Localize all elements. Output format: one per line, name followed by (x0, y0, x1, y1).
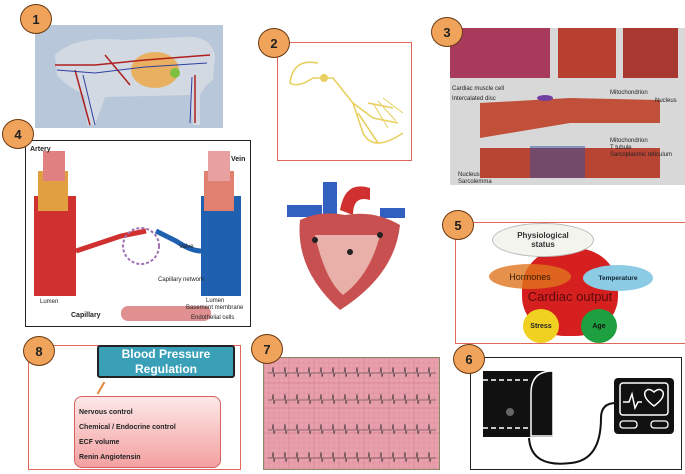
cow-circulation-image (35, 25, 223, 128)
badge-3: 3 (431, 17, 463, 47)
label-capillary: Capillary (71, 312, 101, 319)
badge-1: 1 (20, 4, 52, 34)
list-item: Renin Angiotensin (79, 454, 141, 461)
label-cardiac-muscle-cell: Cardiac muscle cell (452, 86, 504, 92)
label-t-tubule: T tubule (610, 145, 632, 151)
badge-6: 6 (453, 344, 485, 374)
bp-factors-list: Nervous control Chemical / Endocrine con… (74, 396, 221, 468)
label-nucleus-1: Nucleus (655, 98, 677, 104)
bp-regulation-title: Blood Pressure Regulation (97, 345, 235, 378)
age-circle: Age (581, 309, 617, 343)
label-nucleus-2: Nucleus (458, 172, 480, 178)
bp-monitor-panel (470, 357, 682, 470)
label-mitochondrion-2: Mitochondrion (610, 138, 648, 144)
badge-8: 8 (23, 336, 55, 366)
label-intercalated-disc: Intercalated disc (452, 96, 496, 102)
label-sarcoplasmic-reticulum: Sarcoplasmic reticulum (610, 152, 672, 158)
label-endothelial-cells: Endothelial cells (191, 315, 234, 321)
physiological-status-ellipse: Physiological status (492, 223, 594, 257)
label-artery: Artery (30, 146, 51, 153)
temperature-ellipse: Temperature (583, 265, 653, 291)
blood-vessels-panel: Artery Vein Valve Capillary network Lume… (25, 140, 251, 327)
list-item: Nervous control (79, 409, 133, 416)
label-sarcolemma: Sarcolemma (458, 179, 492, 185)
conduction-system-panel (277, 42, 412, 161)
ecg-strip (263, 357, 440, 470)
label-mitochondrion-1: Mitochondrion (610, 90, 648, 96)
label-vein: Vein (231, 156, 245, 163)
cardiac-output-panel: Cardiac output Physiological status Horm… (455, 222, 685, 344)
label-capillary-network: Capillary network (158, 277, 205, 283)
badge-4: 4 (2, 119, 34, 149)
label-valve: Valve (179, 244, 194, 250)
label-lumen-left: Lumen (40, 299, 58, 305)
cardiac-muscle-image: Cardiac muscle cell Intercalated disc Mi… (450, 28, 685, 185)
ecg-lead-trace (268, 423, 436, 435)
ecg-lead-trace (268, 366, 436, 378)
hormones-ellipse: Hormones (489, 264, 571, 289)
ecg-lead-trace (268, 451, 436, 463)
list-item: Chemical / Endocrine control (79, 424, 176, 431)
badge-7: 7 (251, 334, 283, 364)
list-item: ECF volume (79, 439, 120, 446)
label-lumen-right: Lumen (206, 298, 224, 304)
ecg-lead-trace (268, 393, 436, 405)
heart-anatomy-image (285, 180, 410, 315)
label-basement-membrane: Basement membrane (186, 305, 244, 311)
badge-2: 2 (258, 28, 290, 58)
stress-circle: Stress (523, 309, 559, 343)
badge-5: 5 (442, 210, 474, 240)
